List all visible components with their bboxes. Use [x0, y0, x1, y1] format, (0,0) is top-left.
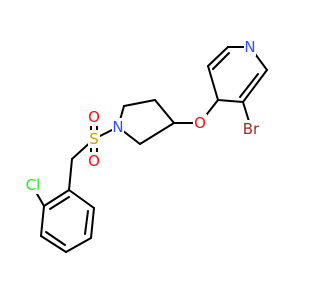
atom-label-sulfur: S — [89, 130, 99, 148]
bond-c3-c4 — [217, 99, 244, 103]
bond-c5b-c6b — [90, 207, 95, 239]
bond-c3p-c4p — [154, 99, 175, 124]
atom-sulfonyl-o-bottom: O — [87, 152, 101, 170]
structure-diagram: N O Br N S O O Cl — [22, 38, 268, 253]
atom-label-pyridine-n: N — [244, 38, 255, 56]
atom-label-chloro: Cl — [26, 176, 41, 194]
bond-c6b-c1b — [68, 189, 95, 209]
bond-c4p-c5p — [123, 99, 156, 107]
bond-c5-c6-inner — [212, 52, 230, 70]
pyrrolidine-ring — [117, 99, 175, 145]
bond-c3b-c4b-inner — [45, 231, 66, 246]
bond-c4b-c5b — [65, 237, 92, 253]
bond-c2-c3-inner — [239, 73, 259, 98]
bond-c1b-c2b — [43, 189, 70, 207]
molecule-drawing: N O Br N S O O Cl — [22, 38, 268, 253]
bond-ch2-c1b — [68, 158, 73, 191]
atom-sulfur: S — [88, 130, 100, 148]
atom-label-ether-o: O — [194, 114, 206, 132]
atom-backdrop — [112, 118, 124, 136]
atom-backdrop — [240, 120, 262, 138]
atom-bromo: Br — [240, 120, 262, 138]
atom-ether-o: O — [193, 114, 207, 132]
atom-label-bromo: Br — [243, 120, 260, 138]
atom-backdrop — [87, 152, 101, 170]
bond-c2-c3 — [242, 69, 268, 103]
bond-c2p-c3p — [139, 122, 175, 145]
atom-backdrop — [193, 114, 207, 132]
bond-c5-c6 — [207, 46, 229, 67]
atom-sulfonyl-o-top: O — [87, 108, 101, 126]
atom-backdrop — [244, 38, 256, 56]
atom-pyrrolidine-n: N — [112, 118, 124, 136]
bond-c5b-c6b-inner — [84, 210, 89, 235]
atom-pyridine-n: N — [244, 38, 256, 56]
atom-chloro: Cl — [22, 176, 44, 194]
bond-c3b-c4b — [40, 235, 67, 253]
benzene-ring — [40, 189, 95, 253]
atom-label-sulfonyl-o-bottom: O — [88, 152, 100, 170]
atom-backdrop — [88, 130, 100, 148]
atom-label-pyrrolidine-n: N — [112, 118, 123, 136]
atom-label-sulfonyl-o-top: O — [88, 108, 100, 126]
atom-backdrop — [22, 176, 44, 194]
bond-c4-c5 — [207, 65, 219, 101]
atom-backdrop — [87, 108, 101, 126]
bond-c1b-c2b-inner — [49, 196, 70, 210]
bond-c2b-c3b — [40, 205, 45, 237]
